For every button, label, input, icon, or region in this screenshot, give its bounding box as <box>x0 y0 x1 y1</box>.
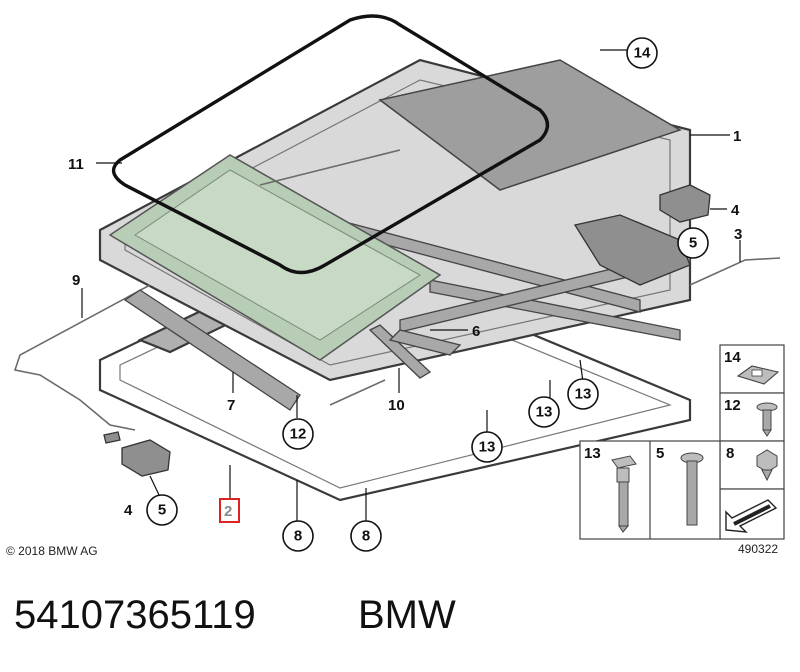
copyright: © 2018 BMW AG <box>6 544 98 558</box>
callout-5-front: 5 <box>677 227 709 259</box>
label-9: 9 <box>72 272 80 289</box>
svg-text:12: 12 <box>290 426 307 443</box>
svg-text:14: 14 <box>634 45 651 62</box>
nut-8-icon <box>756 449 778 482</box>
screw-12-icon <box>756 402 778 437</box>
svg-text:2: 2 <box>224 503 232 520</box>
motor-rear <box>103 431 171 477</box>
svg-text:13: 13 <box>536 404 553 421</box>
fastener-label-12: 12 <box>724 397 741 414</box>
label-4-rear: 4 <box>124 502 133 519</box>
label-3: 3 <box>734 226 742 243</box>
callout-8-a: 8 <box>282 520 314 552</box>
callout-2-highlight: 2 <box>219 498 240 523</box>
fastener-label-14: 14 <box>724 349 741 366</box>
label-4-front: 4 <box>731 202 740 219</box>
glass-panel <box>108 154 442 361</box>
callout-12: 12 <box>282 418 314 450</box>
svg-text:5: 5 <box>689 235 697 252</box>
callout-8-b: 8 <box>350 520 382 552</box>
svg-text:8: 8 <box>294 528 302 545</box>
label-10: 10 <box>388 397 405 414</box>
svg-text:13: 13 <box>479 439 496 456</box>
callout-14: 14 <box>626 37 658 69</box>
part-number: 54107365119 <box>14 593 256 637</box>
callout-13-a: 13 <box>528 396 560 428</box>
clip-icon <box>736 365 780 385</box>
rails <box>123 289 462 411</box>
fastener-label-8: 8 <box>726 445 734 462</box>
motor-front <box>659 184 711 223</box>
svg-text:13: 13 <box>575 386 592 403</box>
label-6: 6 <box>472 323 480 340</box>
label-7: 7 <box>227 397 235 414</box>
label-1: 1 <box>733 128 741 145</box>
fastener-label-13: 13 <box>584 445 601 462</box>
svg-text:5: 5 <box>158 502 166 519</box>
bolt-5-icon <box>680 452 704 526</box>
fastener-label-5: 5 <box>656 445 664 462</box>
rear-panel <box>378 59 682 191</box>
arrow-icon <box>725 499 778 533</box>
bolt-13-icon <box>611 455 637 533</box>
svg-text:8: 8 <box>362 528 370 545</box>
leader-lines <box>81 49 741 522</box>
callout-13-b: 13 <box>567 378 599 410</box>
callout-5-rear: 5 <box>146 494 178 526</box>
callout-13-c: 13 <box>471 431 503 463</box>
drain-hose <box>13 149 781 431</box>
diagram-id: 490322 <box>738 542 778 556</box>
drive-unit <box>573 214 691 286</box>
brand: BMW <box>358 593 456 637</box>
seal-ring <box>111 14 550 275</box>
fastener-table: 14 12 8 13 5 <box>579 344 785 540</box>
label-11: 11 <box>68 156 84 173</box>
